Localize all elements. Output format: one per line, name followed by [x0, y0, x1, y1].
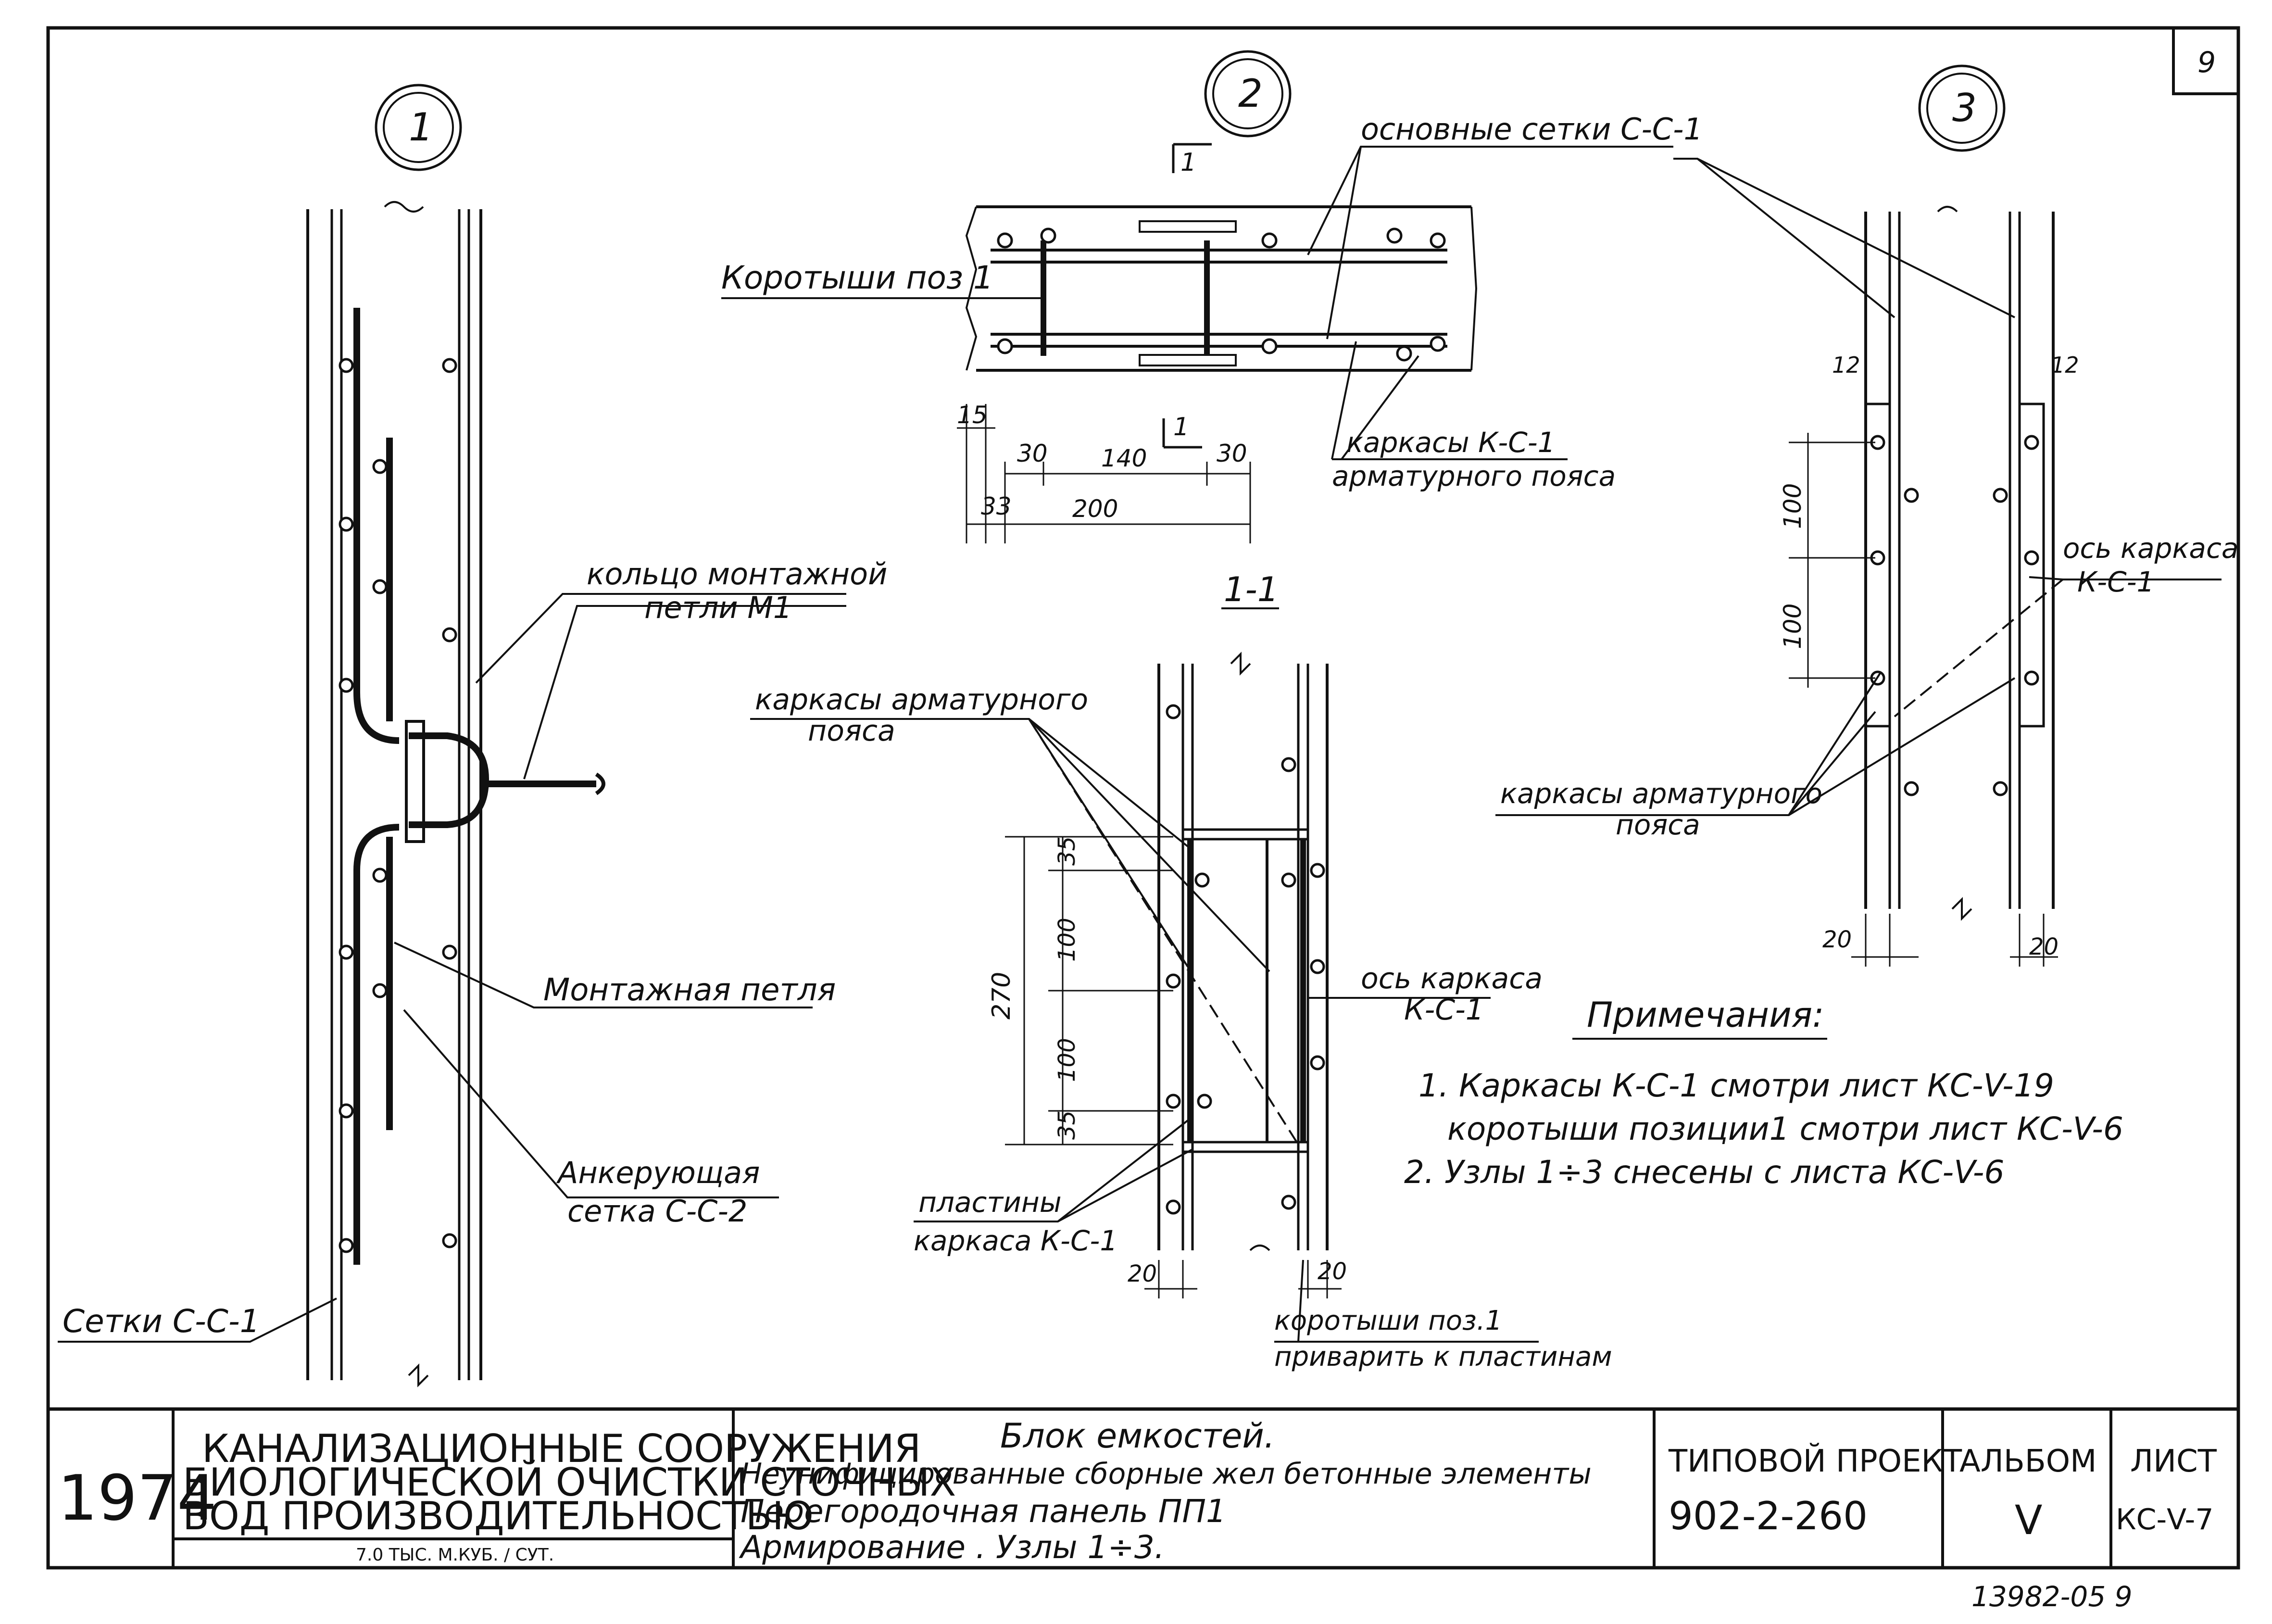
section11-drawing: [1157, 652, 1329, 1251]
title-capacity: 7.0 ТЫС. М.КУБ. / СУТ.: [356, 1545, 554, 1565]
node3-dim-100a: 100: [1779, 483, 1807, 529]
node2-dim-30a: 30: [1017, 440, 1048, 467]
section11-title: 1-1: [1224, 570, 1279, 609]
node2-dim-33: 33: [981, 492, 1012, 520]
section11-plates-label: пластины: [918, 1186, 1062, 1219]
notes-title: Примечания:: [1587, 995, 1824, 1035]
node3-dimensions: [1789, 433, 2058, 967]
node2-dots: [997, 227, 1446, 362]
footer-code: 13982-05 9: [1971, 1580, 2133, 1613]
title-project-label: ТИПОВОЙ ПРОЕКТ: [1668, 1443, 1962, 1479]
node3-dim-20a: 20: [1822, 926, 1852, 953]
title-block: [172, 1409, 2112, 1568]
node2-main-mesh-label: основные сетки С-С-1: [1361, 112, 1703, 147]
node1-ring-label: кольцо монтажной: [587, 556, 887, 592]
node3-frames-label: каркасы арматурного: [1500, 777, 1822, 810]
node-circle-3: 3: [1918, 64, 2006, 152]
node1-mesh-label: Сетки С-С-1: [63, 1303, 260, 1340]
title-sheet-number: КС-V-7: [2116, 1503, 2214, 1536]
title-project-number: 902-2-260: [1669, 1494, 1868, 1538]
section11-dim-100a: 100: [1054, 918, 1080, 962]
node-1-number: 1: [409, 105, 433, 150]
notes-line-3: 2. Узлы 1÷3 снесены с листа КС-V-6: [1404, 1154, 2004, 1191]
section11-leaders: [750, 718, 1539, 1343]
node1-dots: [339, 358, 457, 1253]
section11-axis-label: ось каркаса: [1361, 962, 1543, 995]
section11-dim-20b: 20: [1318, 1258, 1347, 1285]
node2-drawing: [965, 205, 1478, 372]
section11-dim-100b: 100: [1054, 1038, 1080, 1082]
title-org-line-1: КАНАЛИЗАЦИОННЫЕ СООРУЖЕНИЯ: [202, 1426, 921, 1471]
sheet-corner-number: 9: [2197, 46, 2216, 79]
node1-anchor-label: Анкерующая: [556, 1155, 760, 1190]
node2-section-mark-top-label: 1: [1180, 148, 1196, 177]
title-year: 1974: [58, 1461, 217, 1535]
section11-short-label: коротыши поз.1: [1274, 1305, 1502, 1336]
node2-dim-15: 15: [957, 401, 988, 429]
title-album-label: АЛЬБОМ: [1959, 1444, 2096, 1479]
title-desc-line-2: Неунифицированные сборные жел бетонные э…: [741, 1457, 1592, 1491]
section11-plates-label-2: каркаса К-С-1: [914, 1224, 1117, 1257]
section11-dim-35a: 35: [1054, 836, 1080, 866]
node-2-number: 2: [1238, 71, 1263, 116]
title-sheet-label: ЛИСТ: [2130, 1444, 2217, 1479]
section11-axis-label-2: К-С-1: [1404, 993, 1484, 1027]
title-org-line-2: БИОЛОГИЧЕСКОЙ ОЧИСТКИ СТОЧНЫХ: [183, 1460, 956, 1505]
title-desc-line-3: Перегородочная панель ПП1: [741, 1493, 1226, 1530]
node3-dim-100b: 100: [1779, 604, 1807, 649]
node3-dim-12a: 12: [1832, 352, 1860, 378]
node2-short-label: Коротыши поз 1: [721, 259, 993, 296]
node-circle-2: 2: [1204, 50, 1292, 138]
node3-dim-20b: 20: [2029, 933, 2059, 960]
node1-drawing: [306, 201, 605, 1387]
node3-dim-12b: 12: [2051, 352, 2079, 378]
section11-short-label-2: приварить к пластинам: [1274, 1341, 1612, 1372]
node2-dim-30b: 30: [1217, 440, 1247, 467]
node1-anchor-label-2: сетка С-С-2: [567, 1194, 747, 1229]
node3-leaders: [1495, 158, 2222, 816]
title-desc-line-1: Блок емкостей.: [1000, 1416, 1275, 1456]
sheet-frame: [46, 26, 2240, 1570]
node1-loop-label: Монтажная петля: [543, 972, 836, 1008]
notes-block: Примечания: 1. Каркасы К-С-1 смотри лист…: [1404, 995, 2123, 1191]
node1-leaders: [58, 593, 846, 1343]
node2-section-mark-top: [1172, 143, 1212, 173]
node3-drawing: [1864, 206, 2055, 921]
section11-frames-label: каркасы арматурного: [755, 683, 1088, 717]
section11-dim-20a: 20: [1128, 1260, 1157, 1287]
node3-dots: [1870, 435, 2039, 796]
section11-dim-35b: 35: [1054, 1110, 1080, 1140]
section11-dimensions: [1005, 836, 1342, 1298]
notes-line-1: 1. Каркасы К-С-1 смотри лист КС-V-19: [1418, 1067, 2054, 1104]
node3-axis-label: ось каркаса: [2063, 532, 2238, 565]
node2-dim-200: 200: [1072, 495, 1118, 523]
title-org-line-3: ВОД ПРОИЗВОДИТЕЛЬНОСТЬЮ: [183, 1494, 814, 1538]
node-circle-1: 1: [375, 84, 462, 171]
node3-axis-label-2: К-С-1: [2077, 566, 2154, 598]
section11-frames-label-2: пояса: [808, 714, 895, 748]
node2-section-mark-bottom-label: 1: [1173, 413, 1189, 441]
node1-ring-label-2: петли М1: [644, 590, 792, 625]
section11-dots: [1166, 704, 1325, 1215]
node2-leaders: [721, 146, 1673, 460]
node3-frames-label-2: пояса: [1616, 808, 1700, 841]
title-album-number: V: [2015, 1497, 2042, 1544]
node2-dimensions: [957, 404, 1251, 543]
section11-dim-270: 270: [987, 972, 1016, 1020]
node2-frames-label-2: арматурного пояса: [1332, 460, 1616, 492]
node2-section-mark-bottom: [1162, 418, 1202, 449]
node2-dim-140: 140: [1101, 444, 1147, 472]
node-3-number: 3: [1952, 86, 1977, 130]
notes-line-2: коротыши позиции1 смотри лист КС-V-6: [1447, 1110, 2123, 1147]
node2-frames-label: каркасы К-С-1: [1346, 426, 1556, 459]
title-desc-line-4: Армирование . Узлы 1÷3.: [739, 1529, 1165, 1566]
